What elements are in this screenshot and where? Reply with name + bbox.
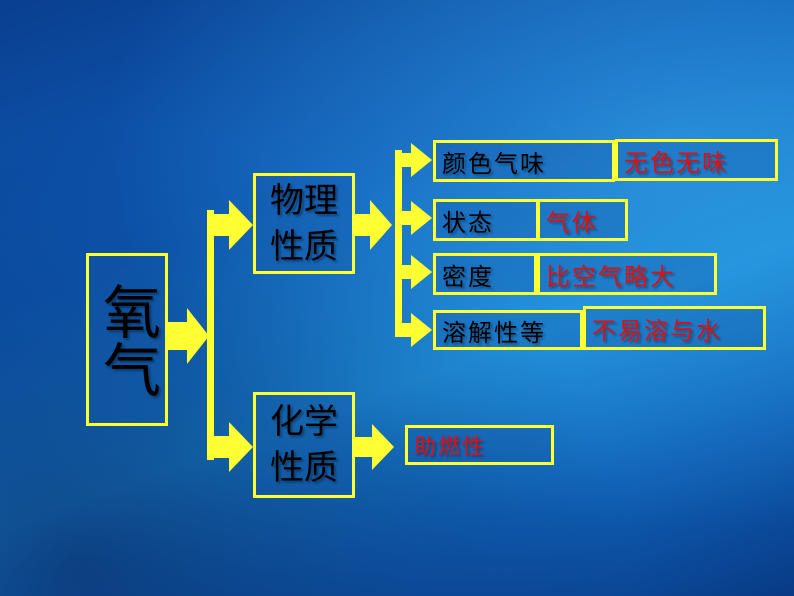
property-label: 状态: [442, 208, 494, 237]
arrow-physical: [207, 200, 253, 250]
property-density: 密度: [433, 253, 537, 295]
value-label: 不易溶与水: [592, 316, 722, 345]
chemical-properties-node: 化学 性质: [253, 392, 355, 498]
chemical-label-line2: 性质: [270, 448, 338, 488]
root-label: 氧气: [93, 281, 161, 398]
value-combustion-support: 助燃性: [405, 425, 554, 465]
property-label: 密度: [442, 262, 494, 291]
arrow-item-2: [395, 201, 432, 235]
value-label: 气体: [546, 208, 598, 237]
value-state: 气体: [537, 199, 628, 241]
value-density: 比空气略大: [537, 253, 717, 295]
chemical-label-line1: 化学: [270, 402, 338, 442]
root-node: 氧气: [86, 253, 168, 426]
physical-properties-node: 物理 性质: [253, 173, 355, 274]
property-label: 溶解性等: [442, 318, 546, 347]
arrow-chemical: [207, 422, 253, 472]
property-solubility: 溶解性等: [433, 310, 583, 350]
arrow-item-4: [395, 313, 432, 347]
arrow-root: [167, 308, 209, 364]
connector-trunk: [207, 210, 214, 460]
arrow-item-1: [395, 143, 432, 177]
arrow-item-3: [395, 255, 432, 289]
arrow-chemical-out: [354, 424, 394, 470]
property-state: 状态: [433, 199, 539, 241]
property-color-odor: 颜色气味: [433, 140, 615, 182]
value-color-odor: 无色无味: [615, 139, 778, 181]
connector-physical-trunk: [395, 150, 402, 335]
value-label: 比空气略大: [546, 262, 676, 291]
value-label: 无色无味: [624, 148, 728, 177]
physical-label-line1: 物理: [270, 180, 338, 221]
property-label: 颜色气味: [442, 149, 546, 178]
value-label: 助燃性: [414, 435, 487, 460]
value-solubility: 不易溶与水: [583, 306, 766, 350]
physical-label-line2: 性质: [270, 226, 338, 267]
arrow-physical-out: [354, 200, 392, 250]
